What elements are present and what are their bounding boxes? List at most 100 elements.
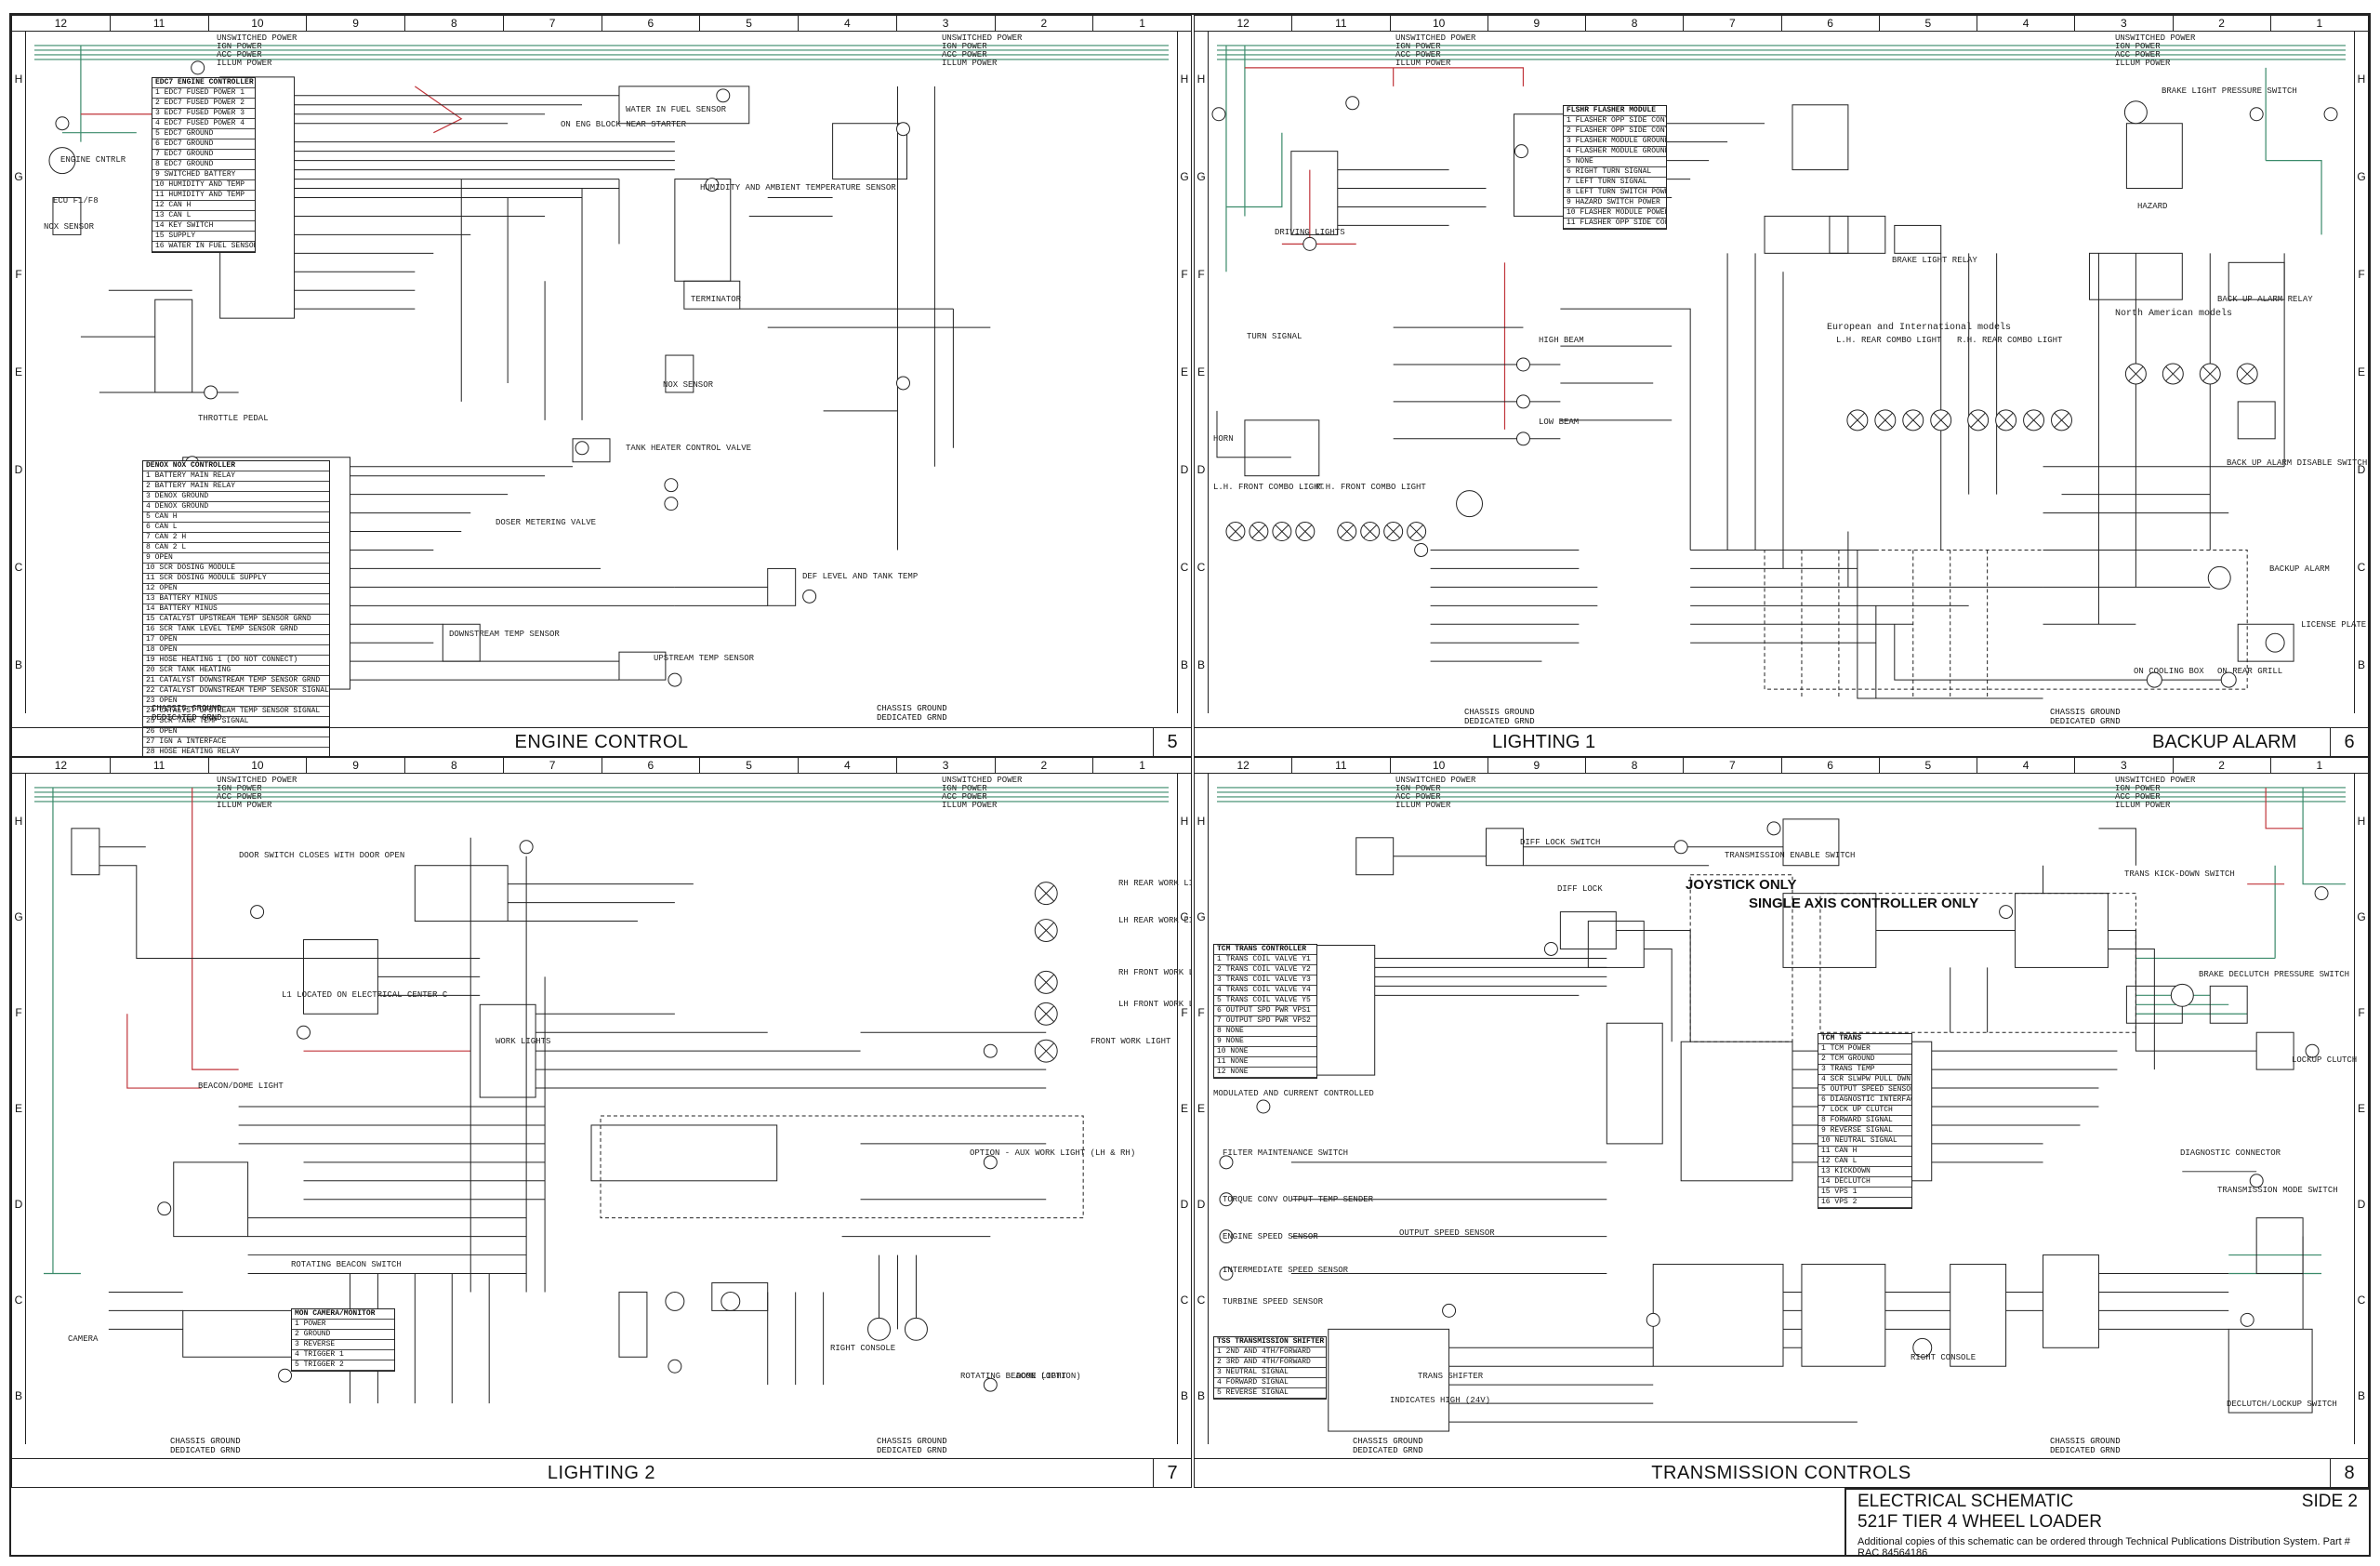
lamp-cross <box>1849 412 1865 428</box>
pin-row: 7 EDC7 GROUND <box>152 150 255 160</box>
component-label: RIGHT CONSOLE <box>1911 1353 1977 1362</box>
pin-row: 12 NONE <box>1214 1068 1316 1078</box>
pin-row: 4 TRANS COIL VALVE Y4 <box>1214 986 1316 996</box>
lamp-cross <box>1409 524 1423 538</box>
row-marker: F <box>1197 1005 1205 1019</box>
row-marker: H <box>2357 814 2366 828</box>
component-label: FILTER MAINTENANCE SWITCH <box>1223 1148 1349 1158</box>
column-marker: 4 <box>799 16 897 31</box>
row-marker: E <box>1180 1101 1188 1115</box>
pin-row: 5 NONE <box>1564 157 1666 167</box>
pin-row: 11 FLASHER OPP SIDE CONTROL <box>1564 219 1666 229</box>
pin-row: 23 OPEN <box>143 697 329 707</box>
pin-row: 6 DIAGNOSTIC INTERFACE <box>1818 1095 1911 1106</box>
pin-row: 3 TRANS TEMP <box>1818 1065 1911 1075</box>
lamp-cross <box>2202 365 2218 382</box>
pin-row: 18 OPEN <box>143 645 329 656</box>
component-label: LOCKUP CLUTCH <box>2292 1055 2358 1065</box>
pin-row: 3 EDC7 FUSED POWER 3 <box>152 109 255 119</box>
pin-row: 14 DECLUTCH <box>1818 1177 1911 1188</box>
row-marker: C <box>1180 1294 1189 1307</box>
schematic-sheet <box>9 13 2371 1557</box>
column-marker: 2 <box>2174 758 2271 773</box>
component-label: DIAGNOSTIC CONNECTOR <box>2180 1148 2281 1158</box>
component-label: OUTPUT SPEED SENSOR <box>1399 1228 1495 1238</box>
pin-row: 4 FLASHER MODULE GROUND <box>1564 147 1666 157</box>
column-marker: 3 <box>897 758 996 773</box>
component-label: TRANSMISSION MODE SWITCH <box>2217 1186 2338 1195</box>
pin-row: 28 HOSE HEATING RELAY <box>143 748 329 756</box>
row-marker: D <box>1180 462 1189 476</box>
row-marker: G <box>14 170 23 184</box>
column-marker: 8 <box>1586 758 1685 773</box>
pin-row: 21 CATALYST DOWNSTREAM TEMP SENSOR GRND <box>143 676 329 686</box>
column-marker: 1 <box>1139 759 1145 772</box>
pin-row: 8 NONE <box>1214 1027 1316 1037</box>
pin-row: 11 NONE <box>1214 1057 1316 1068</box>
pin-row: 13 BATTERY MINUS <box>143 594 329 604</box>
component-label: NOX SENSOR <box>663 380 714 390</box>
panel-title: LIGHTING 1 <box>1492 732 1596 752</box>
row-marker: D <box>1197 1198 1206 1212</box>
row-marker: F <box>15 268 22 282</box>
pin-row: 26 OPEN <box>143 727 329 737</box>
component-label: LOW BEAM <box>1539 418 1580 427</box>
row-marker: G <box>1180 170 1189 184</box>
single-axis-label: SINGLE AXIS CONTROLLER ONLY <box>1749 896 1979 911</box>
component-label: TRANS SHIFTER <box>1418 1372 1484 1381</box>
row-marker: C <box>14 1294 23 1307</box>
lamp-cross <box>1298 524 1313 538</box>
row-marker: F <box>15 1005 22 1019</box>
pin-row: 3 TRANS COIL VALVE Y3 <box>1214 975 1316 986</box>
lamp-cross <box>1275 524 1289 538</box>
column-marker: 2 <box>996 16 1094 31</box>
row-marker: E <box>1197 365 1205 378</box>
row-marker: F <box>2358 1005 2365 1019</box>
pin-row: 1 FLASHER OPP SIDE CONTROL <box>1564 116 1666 126</box>
lamp-cross <box>1038 884 1054 902</box>
column-marker: 7 <box>504 758 602 773</box>
component-label: HORN <box>1213 434 1234 444</box>
lamp-cross <box>1228 524 1243 538</box>
column-marker: 11 <box>1292 758 1391 773</box>
pin-row: 9 OPEN <box>143 553 329 564</box>
pin-row: 3 DENOX GROUND <box>143 492 329 502</box>
pin-row: 1 EDC7 FUSED POWER 1 <box>152 88 255 99</box>
component-label: DOOR SWITCH CLOSES WITH DOOR OPEN <box>239 851 405 860</box>
row-marker: B <box>14 657 22 671</box>
column-marker: 9 <box>1488 16 1586 31</box>
row-marker: E <box>14 1101 22 1115</box>
row-marker: H <box>1197 814 1206 828</box>
column-marker: 5 <box>1880 758 1977 773</box>
row-marker: B <box>2357 1389 2365 1403</box>
row-marker: C <box>2357 560 2366 574</box>
row-marker: F <box>2358 268 2365 282</box>
column-marker: 8 <box>405 758 504 773</box>
pin-row: 5 OUTPUT SPEED SENSOR <box>1818 1085 1911 1095</box>
component-label: ON REAR GRILL <box>2217 667 2283 676</box>
row-marker: F <box>1181 268 1188 282</box>
row-marker: G <box>1197 170 1206 184</box>
component-label: ENGINE CNTRLR <box>60 155 126 165</box>
panel-title: LIGHTING 2 <box>547 1463 656 1483</box>
pin-row: 7 LOCK UP CLUTCH <box>1818 1106 1911 1116</box>
pin-row: 25 SCR TANK TEMP SIGNAL <box>143 717 329 727</box>
column-marker: 11 <box>1292 16 1391 31</box>
